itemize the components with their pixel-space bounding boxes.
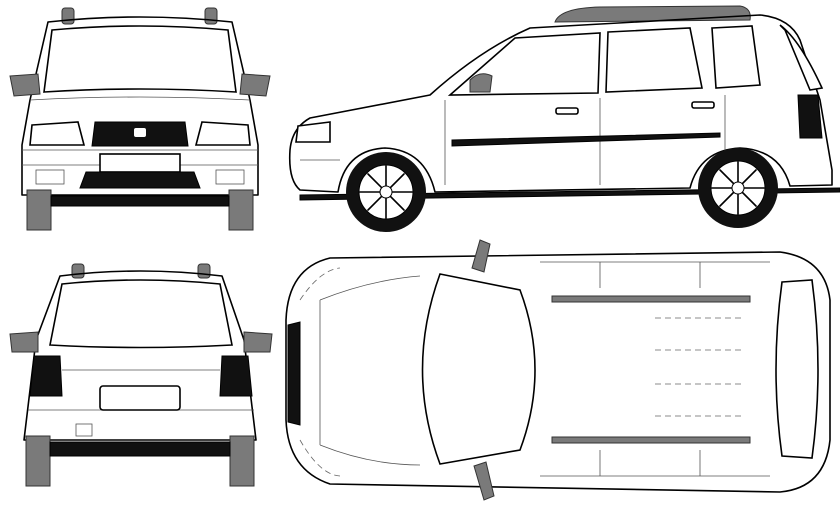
badge xyxy=(134,128,146,137)
roof-rail-left-rear xyxy=(71,263,85,279)
rear-license-plate xyxy=(99,385,181,411)
front-door-handle xyxy=(555,107,579,115)
roof-rack xyxy=(554,5,751,23)
top-rear-window xyxy=(775,279,819,459)
side-taillight xyxy=(797,94,823,139)
taillight-left xyxy=(29,355,63,397)
license-plate xyxy=(99,153,181,173)
quarter-window xyxy=(711,25,761,89)
front-body xyxy=(21,16,259,196)
top-body xyxy=(285,251,831,493)
mirror-left-rear xyxy=(9,331,39,353)
tire-left xyxy=(26,189,52,231)
headlight-left xyxy=(29,121,86,146)
side-view xyxy=(288,5,840,232)
headlight-right xyxy=(194,121,251,146)
roof-rack-top-left xyxy=(551,295,751,303)
front-view xyxy=(9,7,271,231)
side-body xyxy=(288,14,833,193)
rear-wheel xyxy=(698,148,778,228)
front-wheel xyxy=(346,152,426,232)
rear-window-side xyxy=(779,24,824,91)
rear-door-handle xyxy=(691,101,715,109)
taillight-right xyxy=(219,355,253,397)
mirror-left xyxy=(9,73,41,97)
rear-window xyxy=(49,279,233,349)
top-view xyxy=(285,239,831,501)
rear-door-window xyxy=(605,27,703,93)
mirror-right xyxy=(239,73,271,97)
side-molding xyxy=(451,132,721,147)
side-headlight xyxy=(295,121,331,143)
roof-rack-top-right xyxy=(551,436,751,444)
windshield xyxy=(43,25,237,93)
rear-view xyxy=(9,263,273,487)
side-mirror xyxy=(469,73,493,93)
tire-right-rear xyxy=(229,435,255,487)
mirror-right-rear xyxy=(243,331,273,353)
tire-right xyxy=(228,189,254,231)
roof-rail-left xyxy=(61,7,75,25)
rear-bumper-lower xyxy=(49,441,231,457)
undercarriage xyxy=(50,195,230,207)
rear-body xyxy=(23,270,257,441)
tire-left-rear xyxy=(25,435,51,487)
top-mirror-right xyxy=(473,461,495,501)
top-mirror-left xyxy=(471,239,491,273)
roof-rail-right-rear xyxy=(197,263,211,279)
front-bumper-top xyxy=(287,321,301,426)
roof-rail-right xyxy=(204,7,218,25)
top-windshield xyxy=(421,273,536,465)
lower-intake xyxy=(79,171,201,189)
